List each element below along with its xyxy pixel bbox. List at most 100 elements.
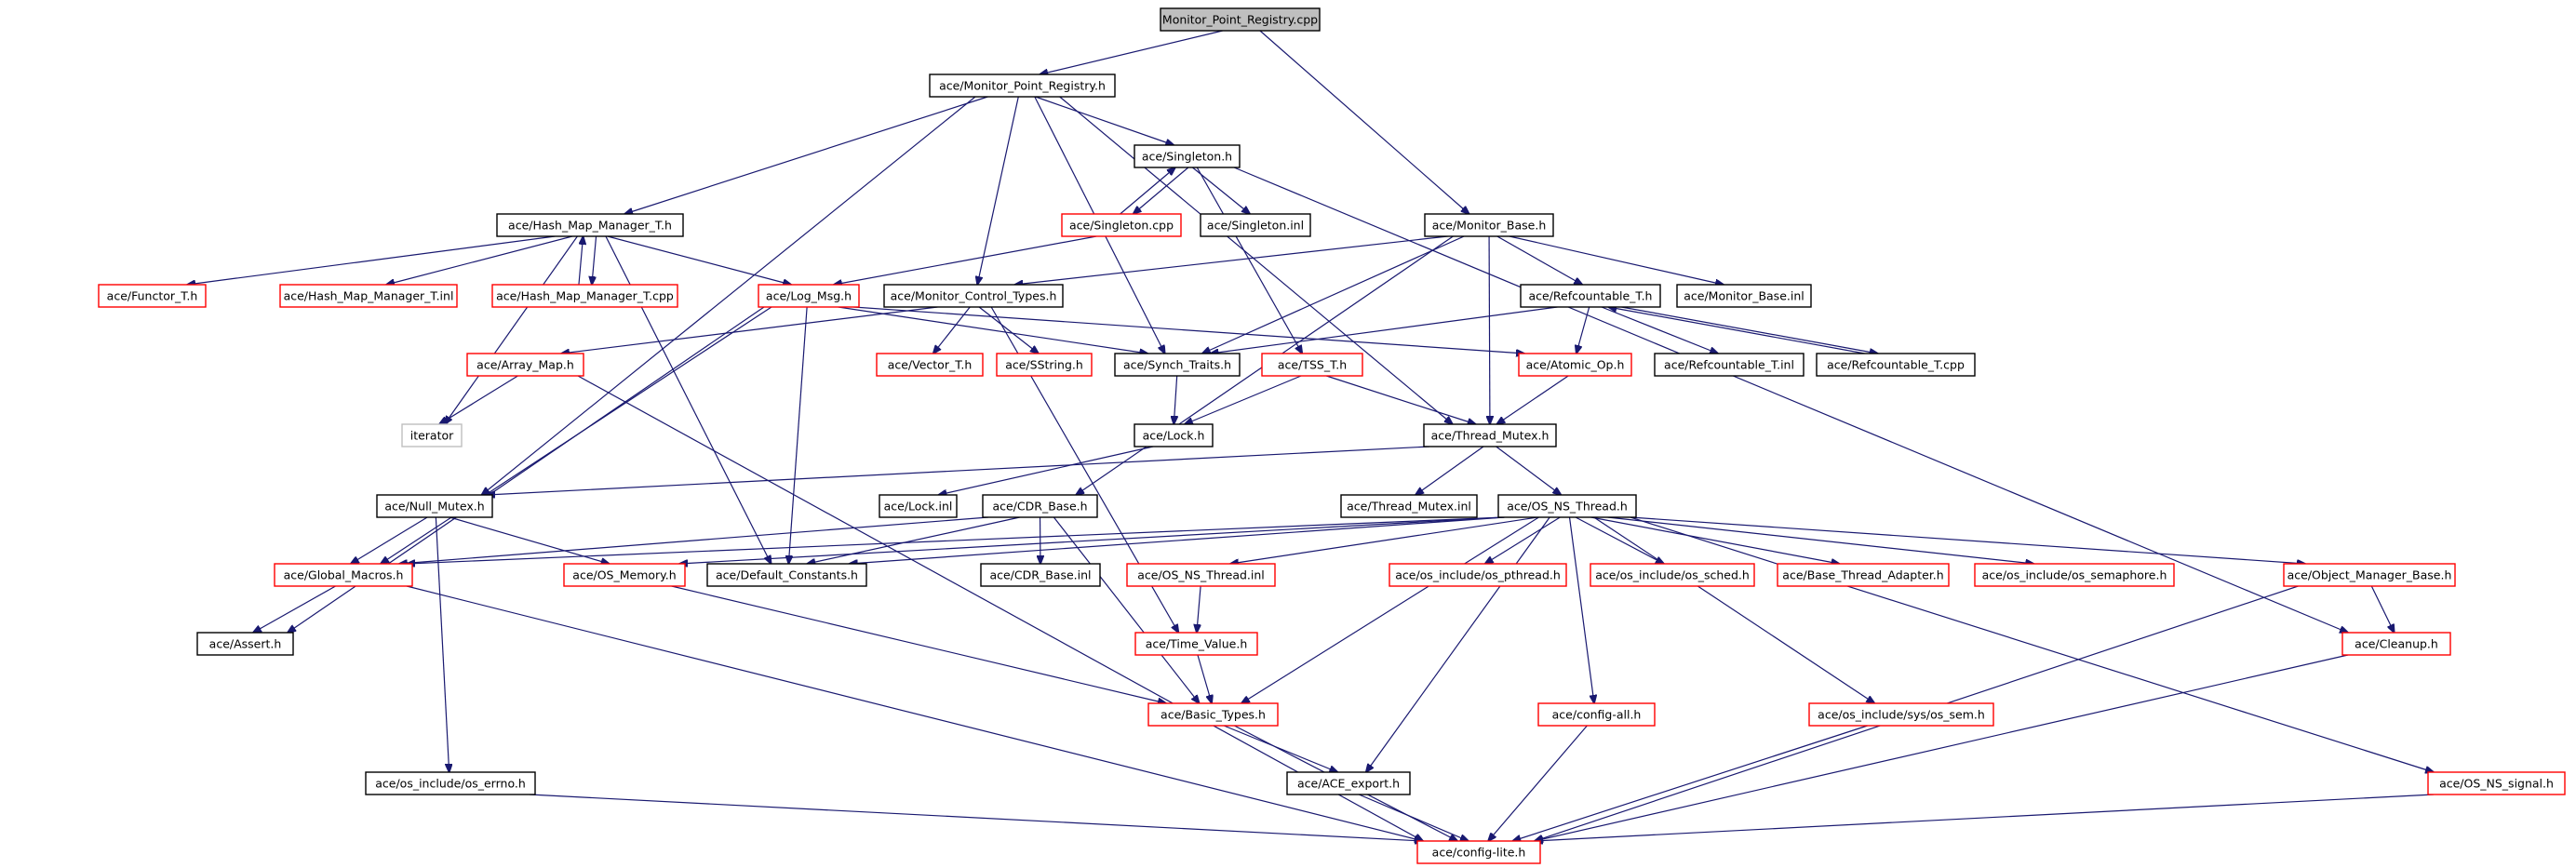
node-root[interactable]: Monitor_Point_Registry.cpp bbox=[1160, 7, 1321, 32]
node-label: ace/Monitor_Base.inl bbox=[1684, 289, 1804, 303]
node-os-ns-thread-inl[interactable]: ace/OS_NS_Thread.inl bbox=[1126, 563, 1276, 587]
node-label: ace/os_include/os_pthread.h bbox=[1395, 568, 1561, 582]
node-thread-mutex-inl[interactable]: ace/Thread_Mutex.inl bbox=[1340, 494, 1478, 518]
node-box bbox=[98, 284, 207, 308]
node-label: ace/os_include/os_errno.h bbox=[375, 777, 526, 791]
node-mct-h[interactable]: ace/Monitor_Control_Types.h bbox=[883, 284, 1064, 308]
node-label: ace/Refcountable_T.cpp bbox=[1827, 358, 1965, 372]
edge-time_value_h-to-basic_types_h bbox=[1197, 654, 1212, 703]
edge-tss_h-to-lock_h bbox=[1185, 375, 1302, 424]
node-singleton-inl[interactable]: ace/Singleton.inl bbox=[1200, 213, 1311, 237]
node-time-value-h[interactable]: ace/Time_Value.h bbox=[1134, 632, 1258, 656]
node-lock-inl[interactable]: ace/Lock.inl bbox=[879, 494, 958, 518]
node-ace-export-h[interactable]: ace/ACE_export.h bbox=[1286, 771, 1411, 795]
edge-os_ns_thread_inl-to-time_value_h bbox=[1197, 585, 1201, 633]
node-box bbox=[980, 563, 1101, 587]
node-cleanup-h[interactable]: ace/Cleanup.h bbox=[2341, 632, 2451, 656]
edge-refcount_h-to-synch_traits_h bbox=[1211, 306, 1558, 354]
edge-hmm_h-to-hmm_cpp bbox=[592, 235, 597, 285]
node-null-mutex-h[interactable]: ace/Null_Mutex.h bbox=[376, 494, 493, 518]
node-os-sem-h[interactable]: ace/os_include/sys/os_sem.h bbox=[1808, 702, 1994, 727]
node-label: ace/Assert.h bbox=[209, 637, 282, 651]
nodes-layer: Monitor_Point_Registry.cpp ace/Monitor_Po… bbox=[98, 7, 2566, 864]
node-atomic-op-h[interactable]: ace/Atomic_Op.h bbox=[1518, 353, 1632, 377]
node-box bbox=[1134, 423, 1214, 447]
edge-hmm_h-to-log_msg_h bbox=[607, 235, 791, 285]
node-label: ace/Refcountable_T.h bbox=[1529, 289, 1653, 303]
node-os-sched-h[interactable]: ace/os_include/os_sched.h bbox=[1590, 563, 1755, 587]
node-label: ace/Monitor_Point_Registry.h bbox=[939, 79, 1106, 93]
node-os-ns-thread-h[interactable]: ace/OS_NS_Thread.h bbox=[1497, 494, 1637, 518]
node-cdr-base-inl[interactable]: ace/CDR_Base.inl bbox=[980, 563, 1101, 587]
node-box bbox=[401, 423, 463, 447]
node-label: ace/Hash_Map_Manager_T.cpp bbox=[496, 289, 674, 303]
node-label: ace/Singleton.h bbox=[1142, 150, 1232, 164]
node-refcount-cpp[interactable]: ace/Refcountable_T.cpp bbox=[1816, 353, 1976, 377]
edge-os_errno_h-to-config_lite_h bbox=[529, 794, 1423, 841]
node-box bbox=[563, 563, 686, 587]
edge-log_msg_h-to-assert_h bbox=[288, 306, 765, 633]
node-mpr-h[interactable]: ace/Monitor_Point_Registry.h bbox=[929, 73, 1116, 98]
node-refcount-h[interactable]: ace/Refcountable_T.h bbox=[1520, 284, 1661, 308]
node-label: ace/Hash_Map_Manager_T.h bbox=[508, 219, 672, 233]
node-sstring-h[interactable]: ace/SString.h bbox=[996, 353, 1093, 377]
node-config-lite-h[interactable]: ace/config-lite.h bbox=[1416, 840, 1541, 864]
edge-os_ns_thread_h-to-object_manager_base_h bbox=[1630, 516, 2305, 564]
node-box bbox=[1424, 213, 1554, 237]
node-iterator[interactable]: iterator bbox=[401, 423, 463, 447]
node-os-semaphore-h[interactable]: ace/os_include/os_semaphore.h bbox=[1974, 563, 2175, 587]
node-box bbox=[1134, 144, 1241, 168]
node-label: ace/Log_Msg.h bbox=[766, 289, 852, 303]
node-log-msg-h[interactable]: ace/Log_Msg.h bbox=[758, 284, 860, 308]
node-box bbox=[1261, 353, 1363, 377]
node-tss-h[interactable]: ace/TSS_T.h bbox=[1261, 353, 1363, 377]
node-global-macros-h[interactable]: ace/Global_Macros.h bbox=[274, 563, 413, 587]
edges-layer bbox=[187, 30, 2434, 841]
node-box bbox=[1423, 423, 1557, 447]
node-basic-types-h[interactable]: ace/Basic_Types.h bbox=[1147, 702, 1279, 727]
node-monitor-base-inl[interactable]: ace/Monitor_Base.inl bbox=[1676, 284, 1812, 308]
node-config-all-h[interactable]: ace/config-all.h bbox=[1537, 702, 1656, 727]
node-hmm-inl[interactable]: ace/Hash_Map_Manager_T.inl bbox=[279, 284, 458, 308]
node-monitor-base-h[interactable]: ace/Monitor_Base.h bbox=[1424, 213, 1554, 237]
node-default-constants-h[interactable]: ace/Default_Constants.h bbox=[706, 563, 867, 587]
node-box bbox=[1061, 213, 1182, 237]
node-cdr-base-h[interactable]: ace/CDR_Base.h bbox=[982, 494, 1098, 518]
node-os-pthread-h[interactable]: ace/os_include/os_pthread.h bbox=[1389, 563, 1567, 587]
node-os-ns-signal-h[interactable]: ace/OS_NS_signal.h bbox=[2427, 771, 2566, 795]
edge-singleton_h-to-cleanup_h bbox=[1233, 167, 2348, 633]
edge-array_map_h-to-config_lite_h bbox=[577, 375, 1423, 841]
node-label: ace/Basic_Types.h bbox=[1161, 708, 1266, 722]
edge-cdr_base_h-to-default_constants_h bbox=[807, 516, 1020, 564]
node-refcount-inl[interactable]: ace/Refcountable_T.inl bbox=[1654, 353, 1805, 377]
node-base-thread-adapter-h[interactable]: ace/Base_Thread_Adapter.h bbox=[1777, 563, 1950, 587]
node-array-map-h[interactable]: ace/Array_Map.h bbox=[466, 353, 584, 377]
node-box bbox=[706, 563, 867, 587]
edge-root-to-mpr_h bbox=[1040, 30, 1223, 74]
node-synch-traits-h[interactable]: ace/Synch_Traits.h bbox=[1114, 353, 1241, 377]
node-lock-h[interactable]: ace/Lock.h bbox=[1134, 423, 1214, 447]
edge-global_macros_h-to-assert_h bbox=[253, 585, 336, 633]
node-vector-h[interactable]: ace/Vector_T.h bbox=[876, 353, 984, 377]
node-label: ace/Time_Value.h bbox=[1146, 637, 1248, 651]
node-box bbox=[196, 632, 294, 656]
node-hmm-h[interactable]: ace/Hash_Map_Manager_T.h bbox=[496, 213, 684, 237]
node-box bbox=[376, 494, 493, 518]
edge-monitor_base_h-to-refcount_h bbox=[1496, 235, 1583, 285]
node-singleton-cpp[interactable]: ace/Singleton.cpp bbox=[1061, 213, 1182, 237]
node-box bbox=[279, 284, 458, 308]
node-box bbox=[1816, 353, 1976, 377]
edge-mpr_h-to-hmm_h bbox=[624, 96, 988, 214]
node-label: ace/Monitor_Control_Types.h bbox=[891, 289, 1057, 303]
node-object-manager-base-h[interactable]: ace/Object_Manager_Base.h bbox=[2283, 563, 2456, 587]
node-os-memory-h[interactable]: ace/OS_Memory.h bbox=[563, 563, 686, 587]
node-singleton-h[interactable]: ace/Singleton.h bbox=[1134, 144, 1241, 168]
node-box bbox=[1134, 632, 1258, 656]
node-assert-h[interactable]: ace/Assert.h bbox=[196, 632, 294, 656]
node-thread-mutex-h[interactable]: ace/Thread_Mutex.h bbox=[1423, 423, 1557, 447]
node-label: ace/Lock.h bbox=[1143, 429, 1205, 443]
node-os-errno-h[interactable]: ace/os_include/os_errno.h bbox=[365, 771, 536, 795]
node-functor-h[interactable]: ace/Functor_T.h bbox=[98, 284, 207, 308]
node-hmm-cpp[interactable]: ace/Hash_Map_Manager_T.cpp bbox=[491, 284, 678, 308]
node-label: iterator bbox=[410, 429, 454, 443]
